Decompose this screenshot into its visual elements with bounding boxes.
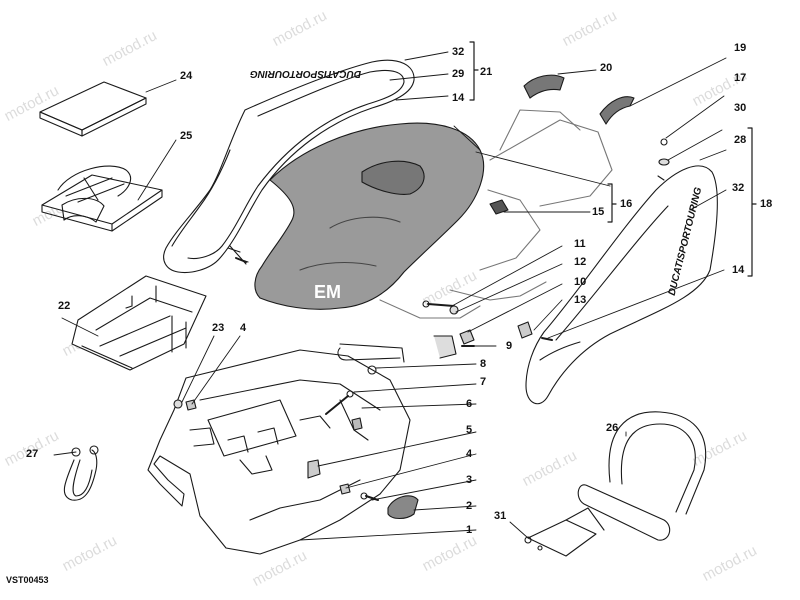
- label-25: 25: [180, 130, 193, 142]
- label-10: 10: [574, 276, 587, 288]
- bracket-21: [469, 41, 479, 101]
- label-7: 7: [480, 376, 487, 388]
- washer-30: [658, 158, 670, 166]
- label-4: 4: [240, 322, 247, 334]
- nut-4b: [185, 399, 197, 411]
- nut-23: [173, 399, 183, 409]
- emblem: EM: [314, 282, 341, 302]
- label-15: 15: [592, 206, 605, 218]
- label-32: 32: [732, 182, 745, 194]
- grab-pad-20: [523, 74, 565, 99]
- label-8: 8: [480, 358, 487, 370]
- label-17: 17: [734, 72, 747, 84]
- screw-11: [427, 303, 455, 307]
- bush-10: [459, 329, 475, 345]
- bracket-18: [747, 127, 757, 277]
- rubber-2: [387, 495, 419, 520]
- decal-tail: DUCATISPORTOURING: [250, 68, 362, 79]
- label-6: 6: [466, 398, 473, 410]
- label-20: 20: [600, 62, 613, 74]
- u-lock-26: [577, 411, 707, 541]
- label-24: 24: [180, 70, 193, 82]
- rod-8: [337, 343, 405, 363]
- label-9: 9: [506, 340, 513, 352]
- label-19: 19: [734, 42, 747, 54]
- bracket-22: [71, 275, 207, 371]
- label-30: 30: [734, 102, 747, 114]
- seat-18: [525, 165, 718, 405]
- label-28: 28: [734, 134, 747, 146]
- pad-24: [39, 81, 147, 137]
- label-11: 11: [574, 238, 586, 250]
- label-32: 32: [452, 46, 465, 58]
- cable-27: [63, 445, 99, 501]
- label-16: 16: [620, 198, 633, 210]
- label-12: 12: [574, 256, 587, 268]
- screw-7: [325, 395, 349, 415]
- screw-17: [660, 138, 668, 146]
- label-31: 31: [494, 510, 507, 522]
- label-27: 27: [26, 448, 39, 460]
- label-4: 4: [466, 448, 473, 460]
- clip-15: [489, 199, 509, 215]
- label-22: 22: [58, 300, 71, 312]
- label-2: 2: [466, 500, 473, 512]
- label-13: 13: [574, 294, 587, 306]
- diagram-code: VST00453: [6, 575, 49, 585]
- label-14: 14: [452, 92, 465, 104]
- label-14: 14: [732, 264, 745, 276]
- label-5: 5: [466, 424, 473, 436]
- nut-4: [339, 483, 351, 495]
- cable-31: [524, 507, 605, 557]
- washer-12: [449, 305, 459, 315]
- label-29: 29: [452, 68, 465, 80]
- clip-5: [307, 459, 321, 479]
- label-21: 21: [480, 66, 493, 78]
- pad-25: [41, 165, 163, 232]
- rear-subframe: [379, 109, 613, 319]
- label-26: 26: [606, 422, 619, 434]
- undertray-1: [147, 349, 411, 555]
- label-18: 18: [760, 198, 773, 210]
- grab-pad-19: [599, 96, 635, 125]
- spacer-13: [517, 321, 533, 339]
- label-3: 3: [466, 474, 473, 486]
- label-23: 23: [212, 322, 225, 334]
- label-1: 1: [466, 524, 473, 536]
- spacer-6: [351, 417, 363, 431]
- main-seat-16: [254, 122, 485, 310]
- bracket-16: [607, 183, 617, 223]
- clamp-9: [433, 335, 457, 359]
